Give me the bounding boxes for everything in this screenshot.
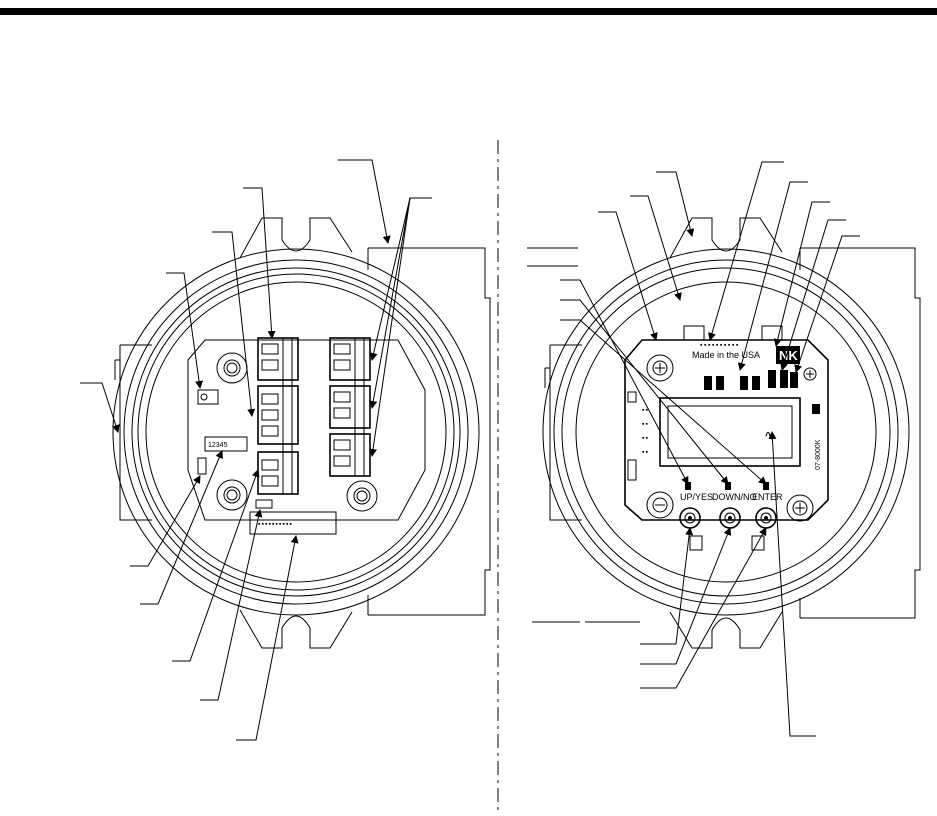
screw-bottom-left (216, 479, 248, 511)
svg-text:▪▪▪▪▪▪▪▪▪▪: ▪▪▪▪▪▪▪▪▪▪ (700, 342, 740, 349)
svg-text:▪▪: ▪▪ (642, 407, 649, 414)
right-enclosure: Made in the USA ▪▪▪▪▪▪▪▪▪▪ NK ∿ 07-8000K… (527, 161, 921, 737)
svg-text:∿: ∿ (764, 427, 776, 443)
jumper-top (197, 389, 219, 405)
svg-text:▪▪: ▪▪ (642, 435, 649, 442)
screw-bottom-right (346, 480, 378, 512)
board-code-badge: NK (776, 346, 800, 364)
button-labels: UP/YES DOWN/NO ENTER (680, 492, 783, 502)
screw-display-bottom-right (786, 494, 814, 522)
button-label-down-no: DOWN/NO (712, 492, 757, 502)
lcd-display: ∿ (659, 397, 801, 467)
screw-display-bottom-left (646, 491, 674, 519)
left-enclosure: 12345 ▪▪▪▪▪▪▪▪▪▪ (80, 159, 491, 741)
button-label-up-yes: UP/YES (680, 492, 713, 502)
board-code: NK (779, 348, 798, 363)
connector-pin-label: 12345 (208, 442, 228, 449)
jumper-small (255, 499, 273, 509)
button-down-no[interactable] (719, 507, 741, 529)
screw-display-top-left (646, 354, 674, 382)
top-rule (0, 8, 937, 15)
button-label-enter: ENTER (752, 492, 783, 502)
board-made-in-usa: Made in the USA (692, 350, 760, 360)
left-leaders (80, 159, 432, 741)
svg-text:▪▪: ▪▪ (642, 421, 649, 428)
right-leaders (527, 161, 860, 737)
smd-components (704, 370, 820, 414)
screw-top-left (216, 352, 248, 384)
terminal-block-left (257, 337, 299, 495)
button-enter[interactable] (755, 507, 777, 529)
part-number: 07-8000K (815, 439, 822, 470)
terminal-block-right (329, 337, 371, 477)
svg-text:▪▪: ▪▪ (642, 449, 649, 456)
jumper-left (197, 457, 207, 475)
screw-small-right (803, 367, 817, 381)
pin-connector: 12345 (204, 436, 248, 452)
ribbon-header: ▪▪▪▪▪▪▪▪▪▪ (249, 511, 337, 535)
button-up-yes[interactable] (679, 507, 701, 529)
svg-text:▪▪▪▪▪▪▪▪▪▪: ▪▪▪▪▪▪▪▪▪▪ (258, 521, 293, 528)
